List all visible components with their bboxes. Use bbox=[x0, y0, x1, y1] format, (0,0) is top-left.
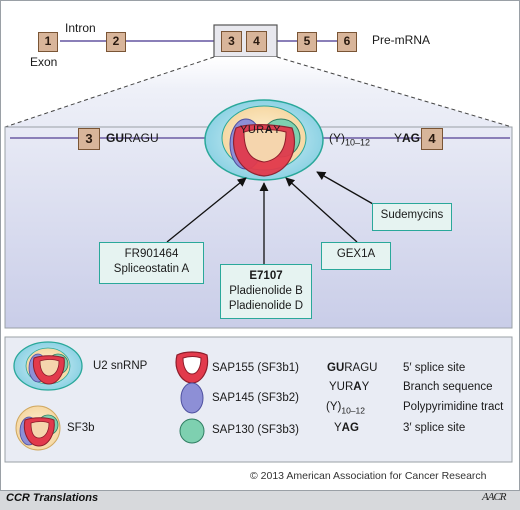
u2-snrnp-complex bbox=[204, 99, 324, 181]
exon-2: 2 bbox=[106, 32, 126, 52]
compound-spliceostatin-a: Spliceostatin A bbox=[113, 263, 190, 275]
compound-sudemycins: Sudemycins bbox=[380, 209, 444, 221]
polypyrimidine-tract: (Y)10–12 bbox=[329, 131, 370, 147]
footer-journal-label: CCR Translations bbox=[6, 492, 99, 504]
legend-branch-desc: Branch sequence bbox=[403, 381, 493, 393]
compound-gex1a: GEX1A bbox=[336, 248, 376, 260]
legend-branch-bold: A bbox=[353, 381, 362, 393]
legend-five-bold: GU bbox=[327, 362, 345, 374]
legend-sf3b-icon bbox=[15, 405, 61, 451]
legend-three-plain: Y bbox=[334, 422, 342, 434]
detail-exon-3: 3 bbox=[78, 128, 100, 150]
branch-pre: YUR bbox=[240, 124, 265, 136]
compound-fr901464-box: FR901464 Spliceostatin A bbox=[99, 242, 204, 284]
legend-three-prime-desc: 3′ splice site bbox=[403, 422, 466, 434]
legend-sf3b-label: SF3b bbox=[67, 422, 95, 434]
branch-post: Y bbox=[273, 124, 282, 136]
aacr-logo: AACR bbox=[482, 491, 506, 503]
zoom-line-right bbox=[276, 56, 513, 128]
legend-poly-sub: 10–12 bbox=[341, 405, 365, 416]
arrow-sudemycins bbox=[316, 171, 381, 209]
polyy-label: (Y) bbox=[329, 131, 345, 145]
legend-five-prime-seq: GURAGU bbox=[327, 362, 377, 374]
polyy-subscript: 10–12 bbox=[345, 137, 371, 148]
five-prime-bold: GU bbox=[106, 131, 124, 145]
legend-u2-label: U2 snRNP bbox=[93, 360, 148, 372]
three-prime-site-sequence: YAG bbox=[394, 131, 420, 145]
legend-three-prime-seq: YAG bbox=[334, 422, 359, 434]
legend-sap145-label: SAP145 (SF3b2) bbox=[212, 392, 299, 404]
copyright-notice: © 2013 American Association for Cancer R… bbox=[250, 470, 487, 482]
three-prime-bold: AG bbox=[402, 131, 421, 145]
intron-label: Intron bbox=[65, 21, 96, 35]
exon-5: 5 bbox=[297, 32, 317, 52]
compound-sudemycins-box: Sudemycins bbox=[372, 203, 452, 231]
legend-sap155-icon bbox=[175, 351, 209, 384]
branch-bold: A bbox=[264, 124, 274, 136]
zoom-line-left bbox=[4, 56, 215, 128]
legend-sap130-label: SAP130 (SF3b3) bbox=[212, 424, 299, 436]
legend-sap130-icon bbox=[179, 418, 205, 444]
detail-exon-4: 4 bbox=[421, 128, 443, 150]
compound-fr901464: FR901464 bbox=[124, 248, 179, 260]
exon-label: Exon bbox=[30, 55, 58, 69]
compound-e7107: E7107 bbox=[249, 270, 283, 282]
legend-panel bbox=[4, 336, 513, 463]
legend-sap145-icon bbox=[180, 382, 204, 414]
arrow-gex1a bbox=[285, 177, 358, 243]
legend-poly-label: (Y) bbox=[326, 401, 342, 413]
legend-poly-desc: Polypyrimidine tract bbox=[403, 401, 504, 413]
legend-sap155-label: SAP155 (SF3b1) bbox=[212, 362, 299, 374]
legend-three-bold: AG bbox=[341, 422, 359, 434]
legend-poly-seq: (Y)10–12 bbox=[326, 401, 365, 415]
legend-branch-post: Y bbox=[361, 381, 370, 393]
exon-4: 4 bbox=[246, 31, 267, 52]
legend-five-rest: RAGU bbox=[344, 362, 378, 374]
footer-bar bbox=[0, 490, 520, 510]
legend-branch-pre: YUR bbox=[329, 381, 354, 393]
compound-pladienolide-d: Pladienolide D bbox=[228, 300, 304, 312]
legend-branch-seq: YURAY bbox=[329, 381, 369, 393]
legend-five-prime-desc: 5′ splice site bbox=[403, 362, 466, 374]
three-prime-plain: Y bbox=[394, 131, 403, 145]
exon-1: 1 bbox=[38, 32, 58, 52]
compound-pladienolide-b: Pladienolide B bbox=[229, 285, 303, 297]
premrna-label: Pre-mRNA bbox=[372, 33, 431, 47]
compound-e7107-box: E7107 Pladienolide B Pladienolide D bbox=[220, 264, 312, 319]
five-prime-site-sequence: GURAGU bbox=[106, 131, 159, 145]
five-prime-rest: RAGU bbox=[124, 131, 159, 145]
branch-sequence: YURAY bbox=[240, 124, 281, 136]
legend-u2-icon bbox=[13, 341, 83, 391]
arrow-fr901464 bbox=[166, 177, 247, 243]
exon-6: 6 bbox=[337, 32, 357, 52]
exon-3: 3 bbox=[221, 31, 242, 52]
compound-gex1a-box: GEX1A bbox=[321, 242, 391, 270]
